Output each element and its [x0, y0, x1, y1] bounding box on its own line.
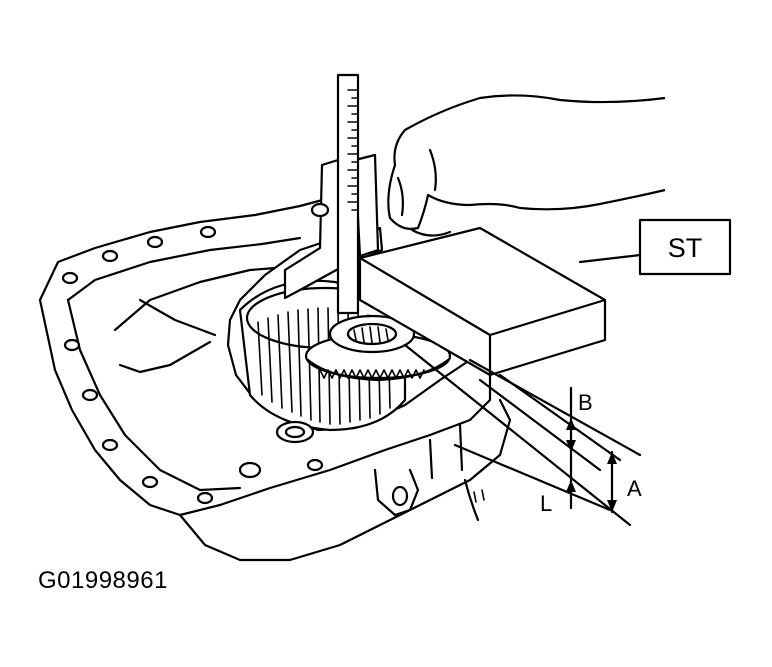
label-b: B	[578, 390, 593, 415]
figure-id: G01998961	[38, 567, 168, 594]
label-a: A	[627, 476, 642, 501]
st-callout: ST	[578, 218, 732, 276]
transmission-case	[38, 196, 512, 562]
label-l: L	[540, 491, 552, 516]
st-label: ST	[668, 233, 703, 263]
dim-a-arrow	[607, 450, 617, 514]
dim-b-arrow	[566, 386, 576, 454]
depth-gauge	[283, 73, 384, 315]
special-tool-block	[358, 226, 607, 377]
scale-ticks	[347, 89, 359, 211]
dim-l-arrow	[566, 450, 576, 510]
hand	[387, 94, 666, 237]
bolt-holes	[61, 225, 324, 505]
gear-assembly	[238, 279, 452, 444]
dimension-lines: B A L	[403, 343, 642, 527]
